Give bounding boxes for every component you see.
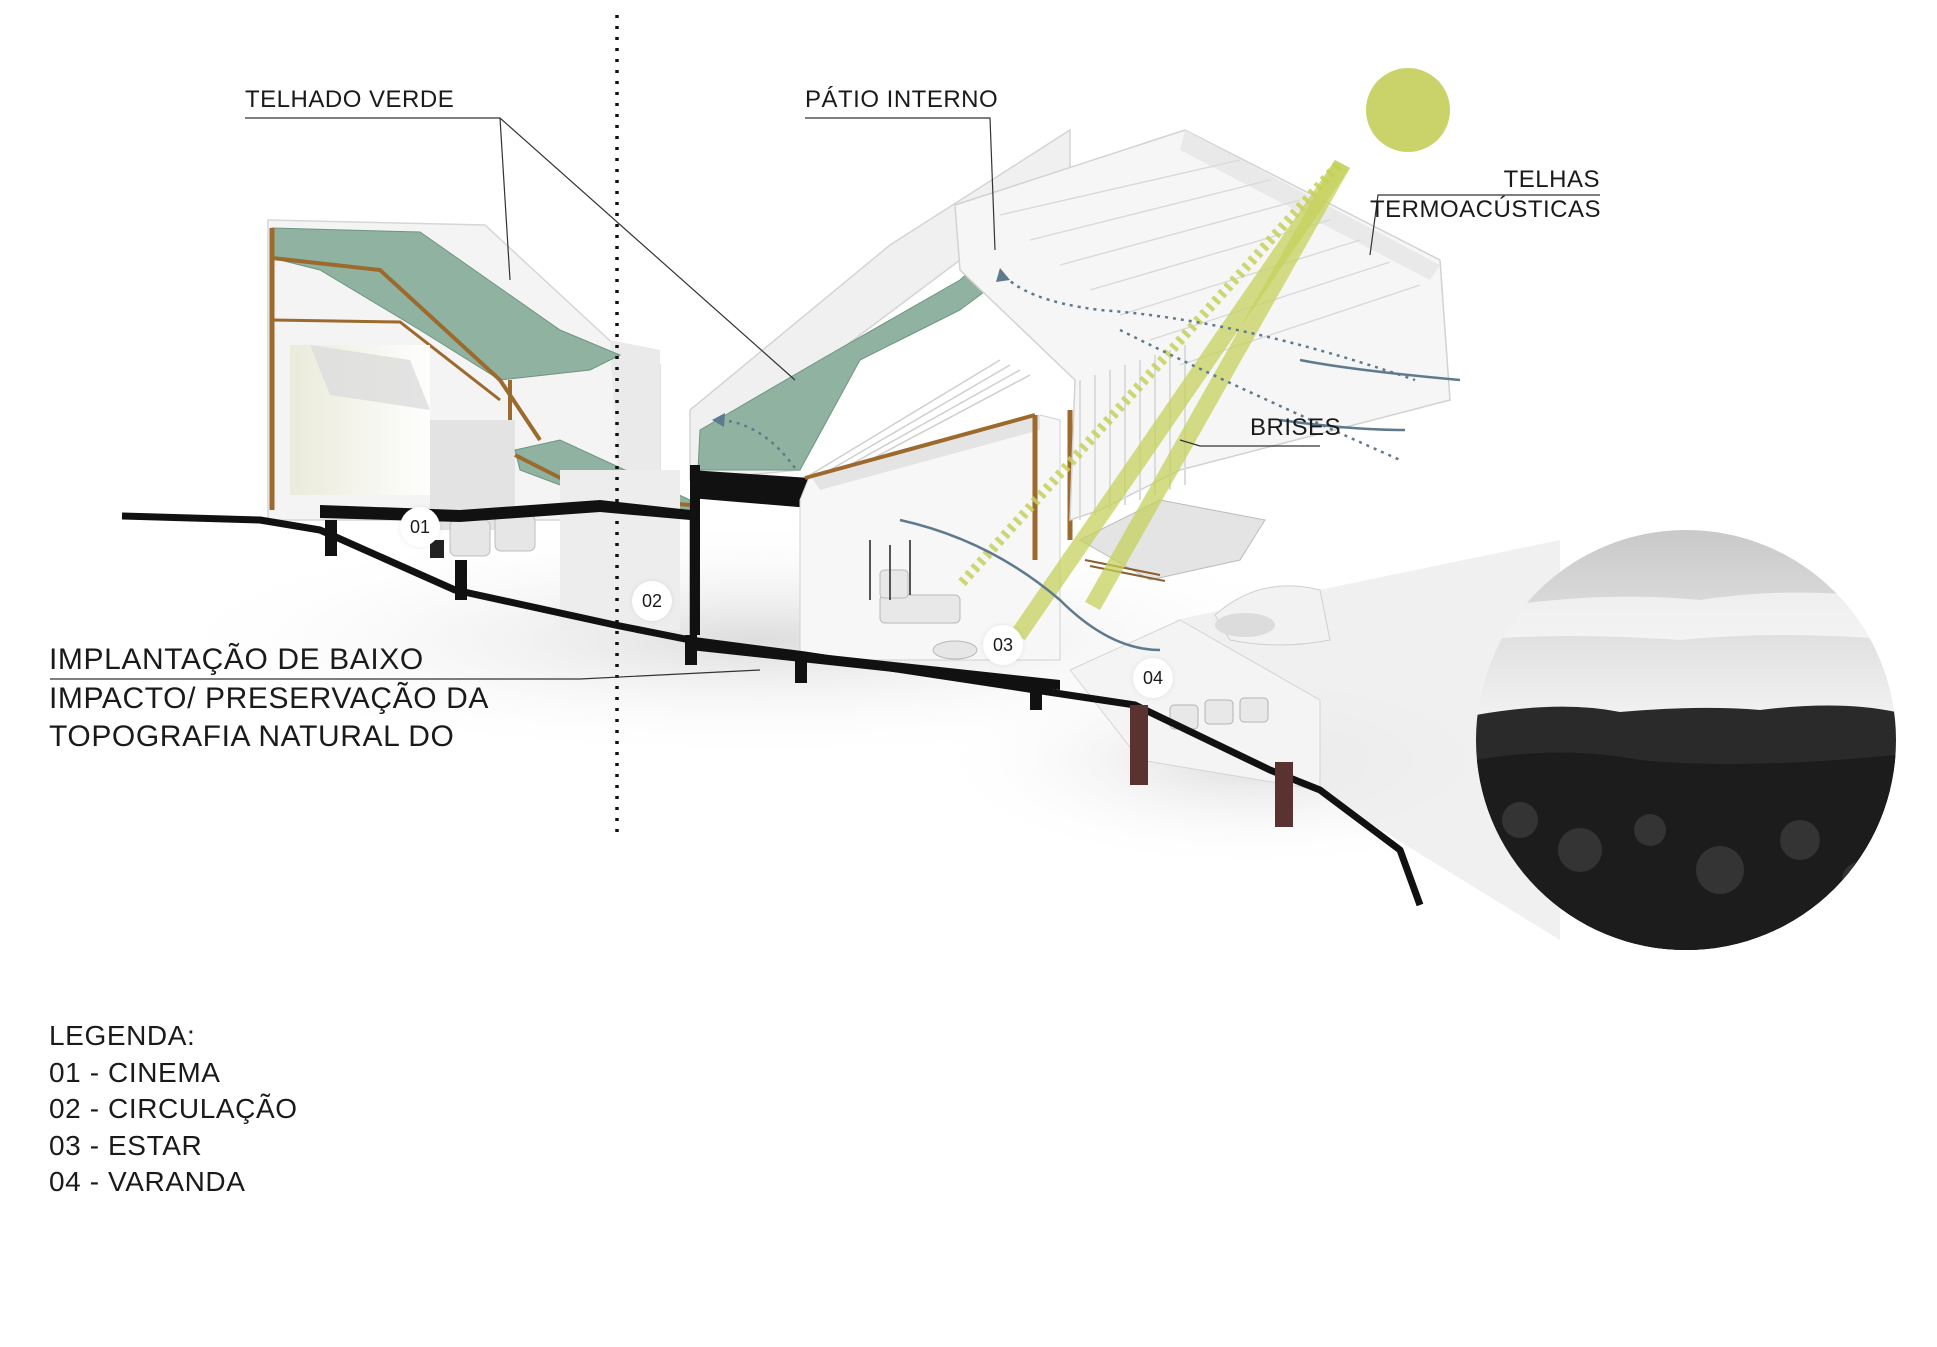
arrow-head-1 (712, 413, 725, 427)
label-patio-interno: PÁTIO INTERNO (805, 86, 999, 113)
footing-5 (1030, 680, 1042, 710)
sun-ray-dashed (956, 161, 1342, 589)
circulation-roof (514, 439, 695, 640)
label-brises: BRISES (1250, 414, 1342, 441)
room-number-02: 02 (632, 581, 672, 621)
air-flow (714, 269, 1461, 652)
pillar-veranda-1 (1130, 705, 1148, 785)
label-implantacao-line3: TOPOGRAFIA NATURAL DO (49, 720, 455, 753)
pillar-veranda-2 (1275, 762, 1293, 827)
landscape-photo (1476, 530, 1896, 950)
legend-item-cinema: 01 - CINEMA (49, 1056, 221, 1088)
footing-3 (685, 635, 697, 665)
legend-item-circulacao: 02 - CIRCULAÇÃO (49, 1093, 298, 1124)
label-telhado-verde: TELHADO VERDE (245, 86, 455, 113)
slab-middle (690, 640, 1060, 690)
label-implantacao-line2: IMPACTO/ PRESERVAÇÃO DA (49, 682, 490, 715)
footing-4 (795, 655, 807, 683)
legend-title: LEGENDA: (49, 1020, 196, 1051)
leader-lines (50, 117, 1600, 680)
label-implantacao-line1: IMPLANTAÇÃO DE BAIXO (49, 643, 424, 676)
legend-item-estar: 03 - ESTAR (49, 1129, 203, 1161)
legend-item-varanda: 04 - VARANDA (49, 1166, 246, 1197)
sun-ray-1 (1085, 160, 1350, 610)
room-number-03: 03 (983, 625, 1023, 665)
sun-icon (1366, 68, 1450, 152)
footing-2 (455, 560, 467, 600)
footing-1 (325, 520, 337, 556)
room-number-01: 01 (400, 507, 440, 547)
room-number-04: 04 (1133, 658, 1173, 698)
legend: LEGENDA: 01 - CINEMA 02 - CIRCULAÇÃO 03 … (49, 1018, 298, 1201)
label-telhas-line2: TERMOACÚSTICAS (1370, 196, 1602, 223)
label-telhas-line1: TELHAS (1503, 166, 1600, 193)
arrow-head-2 (996, 268, 1010, 282)
sun-ray-2 (1010, 160, 1350, 640)
